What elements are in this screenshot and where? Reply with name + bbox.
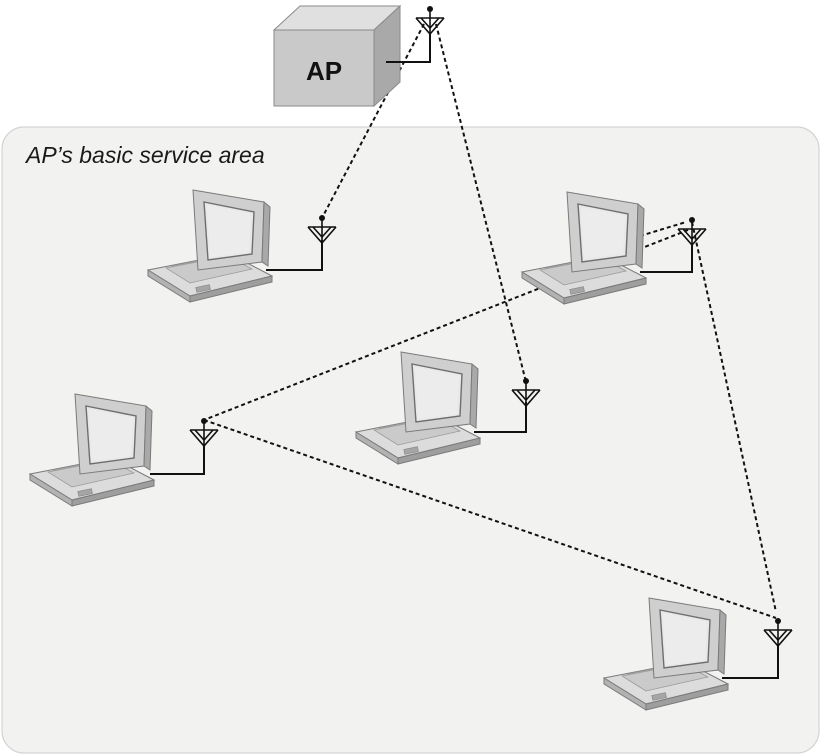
laptop-station-1 <box>147 189 337 303</box>
laptop-station-2 <box>521 191 707 305</box>
laptop-station-4 <box>29 393 219 507</box>
ap-antenna-icon <box>415 5 445 35</box>
basic-service-area-label: AP’s basic service area <box>24 142 265 168</box>
access-point: AP <box>272 4 445 108</box>
access-point-label: AP <box>306 56 342 86</box>
link-ap-to-laptop-3 <box>435 23 527 383</box>
link-ap-to-laptop-1 <box>321 23 425 219</box>
laptop-station-5 <box>603 597 793 711</box>
laptop-station-3 <box>355 351 541 465</box>
link-laptop-2-to-laptop-5 <box>691 221 777 613</box>
link-laptop-4-to-laptop-5 <box>203 419 777 619</box>
link-laptop-2-local <box>639 221 687 237</box>
